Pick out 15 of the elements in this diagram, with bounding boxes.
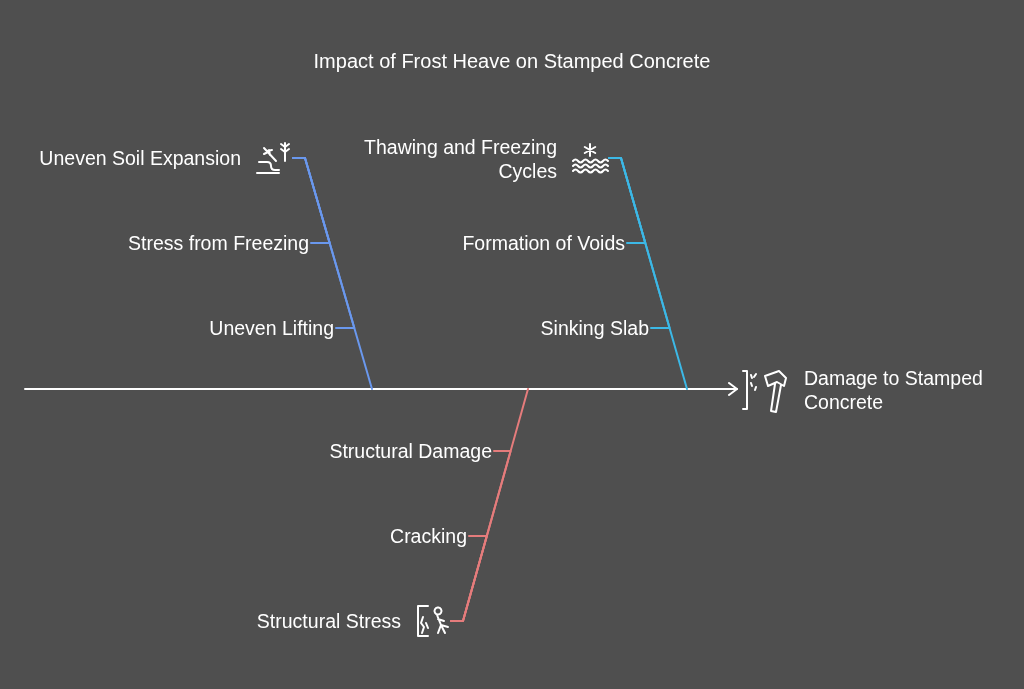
- category-label: Uneven Soil Expansion: [39, 146, 241, 170]
- diagram-title: Impact of Frost Heave on Stamped Concrete: [312, 49, 712, 73]
- cause-label: Uneven Lifting: [209, 316, 334, 340]
- effect-label: Damage to Stamped Concrete: [804, 366, 984, 414]
- cause-label: Structural Damage: [329, 439, 492, 463]
- category-label: Structural Stress: [256, 609, 401, 633]
- spine-arrow: [24, 382, 738, 396]
- tick-line: [450, 535, 488, 622]
- tick-line: [292, 157, 356, 329]
- cause-label: Formation of Voids: [462, 231, 625, 255]
- tick-line: [608, 157, 671, 329]
- cause-label: Sinking Slab: [540, 316, 649, 340]
- cause-label: Cracking: [390, 524, 467, 548]
- category-label: Thawing and Freezing Cycles: [363, 135, 557, 183]
- cause-label: Stress from Freezing: [128, 231, 309, 255]
